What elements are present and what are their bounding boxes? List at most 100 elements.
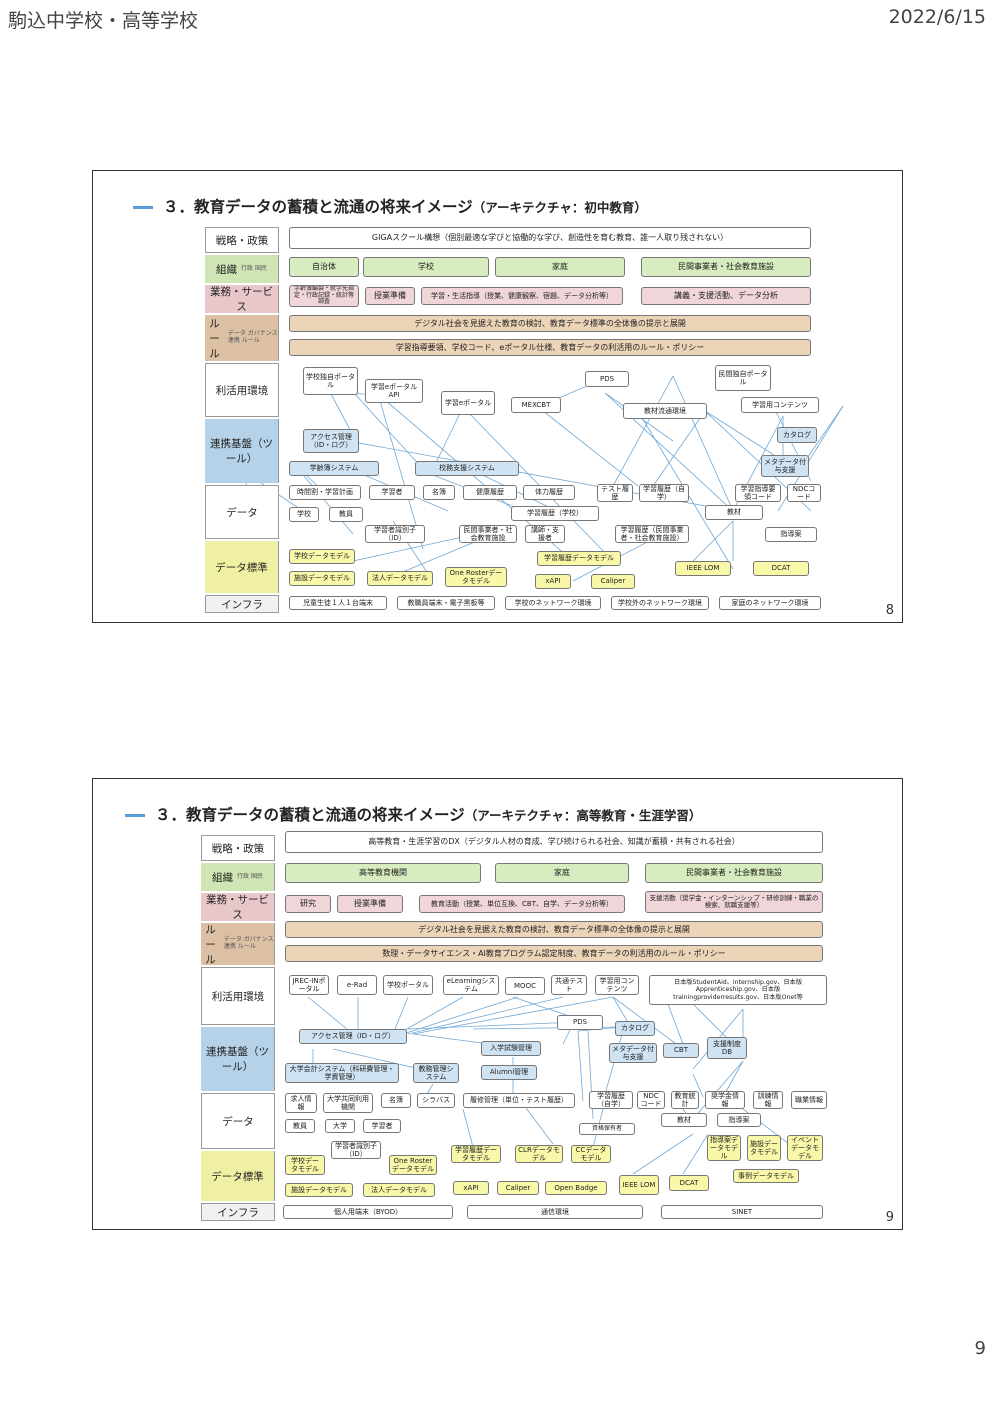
row-label-data: データ — [201, 1093, 275, 1149]
row-label-organization: 組織行政 国民 — [201, 863, 275, 891]
data-learner: 学習者 — [369, 485, 415, 500]
cbt: CBT — [663, 1043, 699, 1058]
svc-support: 支援活動（奨学金・インターンシップ・研修訓練・職業の検索、就職支援等） — [645, 891, 823, 913]
row-label-data: データ — [205, 485, 279, 539]
data-ndc-code: NDCコード — [637, 1091, 665, 1109]
std-dcat: DCAT — [669, 1175, 709, 1191]
infra-byod: 個人用端末（BYOD） — [283, 1205, 453, 1219]
data-lesson-plan: 指導案 — [717, 1113, 761, 1127]
data-qualified: 資格保有者 — [579, 1123, 635, 1135]
alumni-management: Alumni管理 — [481, 1065, 537, 1080]
rule-1: デジタル社会を見据えた教育の検討、教育データ標準の全体像の提示と展開 — [289, 315, 811, 332]
data-curriculum-code: 学習指導要領コード — [735, 484, 781, 502]
metadata-support: メタデータ付与支援 — [609, 1043, 657, 1063]
school-name: 駒込中学校・高等学校 — [8, 10, 199, 32]
data-private-facility: 民間事業者・社会教育施設 — [459, 525, 517, 543]
data-school-history: 学習履歴（学校） — [511, 506, 599, 521]
svc-class-prep: 授業準備 — [337, 895, 403, 913]
data-lecturer: 講師・支援者 — [525, 525, 565, 543]
data-fitness: 体力履歴 — [523, 485, 575, 500]
support-db: 支援制度DB — [707, 1037, 747, 1059]
svc-admin: 学齢簿編製・就学先指定・行政記録・統計等調査 — [289, 285, 359, 307]
infra-external-network: 学校外のネットワーク環境 — [611, 596, 709, 610]
row-label-platform: 連携基盤（ツール） — [201, 1027, 275, 1091]
row-label-rules: ルールデータ ガバナンス 連携 ルール — [205, 315, 279, 361]
global-services: 日本版StudentAid、internship.gov、日本版Apprenti… — [649, 975, 827, 1005]
data-teacher: 教員 — [329, 507, 363, 522]
document-page-number: 9 — [974, 1338, 986, 1359]
row-label-environment: 利活用環境 — [201, 967, 275, 1025]
std-facility-data-model: 施設データモデル — [747, 1135, 781, 1161]
materials-env: 教材流通環境 — [623, 403, 707, 419]
pds: PDS — [585, 371, 629, 387]
giga-school-box: GIGAスクール構想（個別最適な学びと協働的な学び、創造性を育む教育、誰一人取り… — [289, 227, 811, 249]
std-caliper: Caliper — [497, 1181, 539, 1195]
std-school-model: 学校データモデル — [285, 1155, 325, 1175]
org-higher-ed: 高等教育機関 — [285, 863, 481, 883]
data-materials: 教材 — [661, 1113, 707, 1127]
std-corporate-model: 法人データモデル — [367, 571, 433, 586]
eportal: 学習eポータル — [441, 391, 495, 415]
std-cc-model: CCデータモデル — [571, 1145, 611, 1163]
data-health: 健康履歴 — [463, 485, 517, 500]
infra-network: 通信環境 — [467, 1205, 643, 1219]
catalog: カタログ — [777, 427, 817, 443]
svc-lecture: 講義・支援活動、データ分析 — [641, 287, 811, 305]
std-learning-history-model: 学習履歴データモデル — [451, 1145, 501, 1163]
data-ndc-code: NDCコード — [787, 484, 821, 502]
pds: PDS — [557, 1015, 603, 1030]
row-label-data-standards: データ標準 — [201, 1151, 275, 1201]
org-private: 民間事業者・社会教育施設 — [641, 257, 811, 277]
std-dcat: DCAT — [753, 561, 809, 576]
rule-1: デジタル社会を見据えた教育の検討、教育データ標準の全体像の提示と展開 — [285, 921, 823, 938]
data-training: 訓練情報 — [753, 1091, 783, 1109]
data-inter-univ: 大学共同利用機関 — [323, 1093, 373, 1113]
infra-staff-device: 教職員端末・電子黒板等 — [397, 596, 495, 610]
std-ieee-lom: IEEE LOM — [675, 561, 731, 576]
row-label-organization: 組織行政 国民 — [205, 255, 279, 283]
std-facility-model: 施設データモデル — [289, 571, 355, 586]
org-school: 学校 — [363, 257, 489, 277]
org-home: 家庭 — [495, 257, 625, 277]
std-oneroster-model: One Rosterデータモデル — [389, 1155, 437, 1175]
slide-page-number: 8 — [885, 603, 894, 618]
slide-higher-ed-architecture: ３．教育データの蓄積と流通の将来イメージ（アーキテクチャ：高等教育・生涯学習） … — [92, 778, 903, 1230]
rule-2: 学習指導要領、学校コード、eポータル仕様、教育データの利活用のルール・ポリシー — [289, 339, 811, 356]
data-scholarship: 奨学金情報 — [705, 1091, 745, 1109]
data-materials: 教材 — [705, 505, 763, 520]
infra-school-network: 学校のネットワーク環境 — [505, 596, 601, 610]
org-private: 民間事業者・社会教育施設 — [645, 863, 823, 883]
common-test: 共通テスト — [551, 975, 587, 995]
svc-learning: 学習・生活指導（授業、健康観察、宿題、データ分析等） — [421, 287, 623, 305]
elearning-system: eLearningシステム — [443, 975, 499, 995]
academic-system: 教務管理システム — [413, 1063, 459, 1083]
data-job-info: 求人情報 — [285, 1093, 317, 1113]
jrec-in-portal: JREC-INポータル — [289, 975, 329, 995]
e-rad: e-Rad — [337, 975, 377, 995]
svc-education: 教育活動（授業、単位互換、CBT、自学、データ分析等） — [419, 895, 625, 913]
admission-management: 入学試験管理 — [481, 1041, 541, 1056]
svc-research: 研究 — [285, 895, 331, 913]
std-school-model: 学校データモデル — [289, 549, 355, 564]
slide-k12-architecture: ３．教育データの蓄積と流通の将来イメージ（アーキテクチャ：初中教育） 戦略・政策… — [92, 170, 903, 623]
row-label-services: 業務・サービス — [201, 893, 275, 921]
org-home: 家庭 — [495, 863, 629, 883]
row-label-environment: 利活用環境 — [205, 363, 279, 417]
std-case-model: 事例データモデル — [733, 1169, 799, 1183]
std-ieee-lom: IEEE LOM — [619, 1175, 659, 1195]
access-management: アクセス管理（ID・ログ） — [303, 429, 359, 453]
learning-contents: 学習用コンテンツ — [595, 975, 639, 995]
slide-title: ３．教育データの蓄積と流通の将来イメージ（アーキテクチャ：初中教育） — [133, 195, 647, 217]
data-roster: 名簿 — [423, 485, 455, 500]
eportal-api: 学習eポータルAPI — [365, 379, 423, 403]
org-municipality: 自治体 — [289, 257, 359, 277]
mexcbt: MEXCBT — [511, 397, 561, 413]
mooc: MOOC — [505, 977, 545, 995]
catalog: カタログ — [615, 1021, 655, 1036]
data-school: 学校 — [289, 507, 319, 522]
data-occupation: 職業情報 — [791, 1091, 827, 1109]
data-university: 大学 — [325, 1119, 355, 1133]
private-portal: 民間独自ポータル — [715, 365, 771, 391]
std-xapi: xAPI — [535, 574, 571, 589]
data-lesson-plan: 指導案 — [765, 527, 817, 542]
